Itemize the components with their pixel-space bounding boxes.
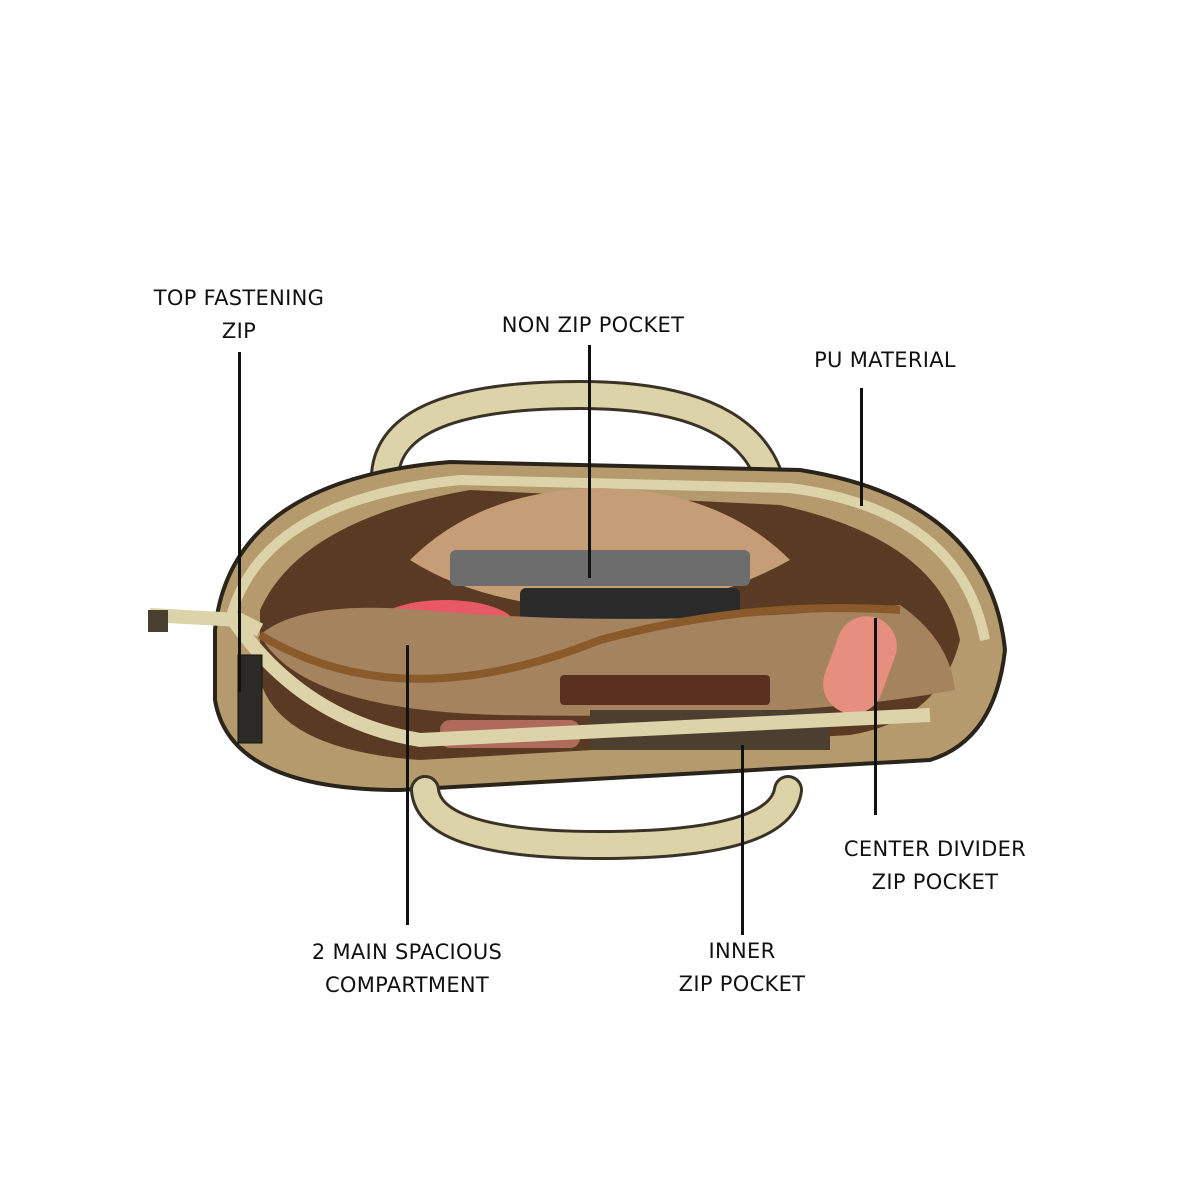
center-divider-pocket [260,605,955,716]
leader-line-inner-zip [741,745,744,935]
lipstick-tube [823,616,897,714]
label-line: ZIP [221,319,257,343]
label-center-divider-zip-pocket: CENTER DIVIDER ZIP POCKET [844,833,1026,899]
label-line: INNER [708,939,776,963]
label-inner-zip-pocket: INNER ZIP POCKET [679,935,806,1001]
label-line: TOP FASTENING [153,286,325,310]
wallet [560,675,770,705]
label-line: ZIP POCKET [678,972,806,996]
label-pu-material: PU MATERIAL [814,344,956,377]
leader-line-center-divider [874,618,877,815]
zip-end-tab [148,610,168,632]
bag-trim [225,474,990,641]
center-divider-zip [257,604,901,683]
leader-line-pu [860,388,863,506]
label-line: PU MATERIAL [814,348,956,372]
label-line: NON ZIP POCKET [501,313,685,337]
front-handle [413,778,800,858]
label-line: ZIP POCKET [871,870,999,894]
leader-line-main-compartment [406,645,409,925]
zip-puller [237,654,263,744]
label-top-fastening-zip: TOP FASTENING ZIP [154,282,324,348]
leader-line-non-zip [588,345,591,578]
label-main-compartment: 2 MAIN SPACIOUS COMPARTMENT [312,936,502,1002]
label-line: COMPARTMENT [324,973,490,997]
front-trim [224,611,931,748]
leader-line-top-zip [238,352,241,692]
label-line: 2 MAIN SPACIOUS [311,940,503,964]
label-line: CENTER DIVIDER [843,837,1027,861]
back-handle [373,382,787,522]
phone [450,550,750,586]
label-non-zip-pocket: NON ZIP POCKET [502,309,684,342]
